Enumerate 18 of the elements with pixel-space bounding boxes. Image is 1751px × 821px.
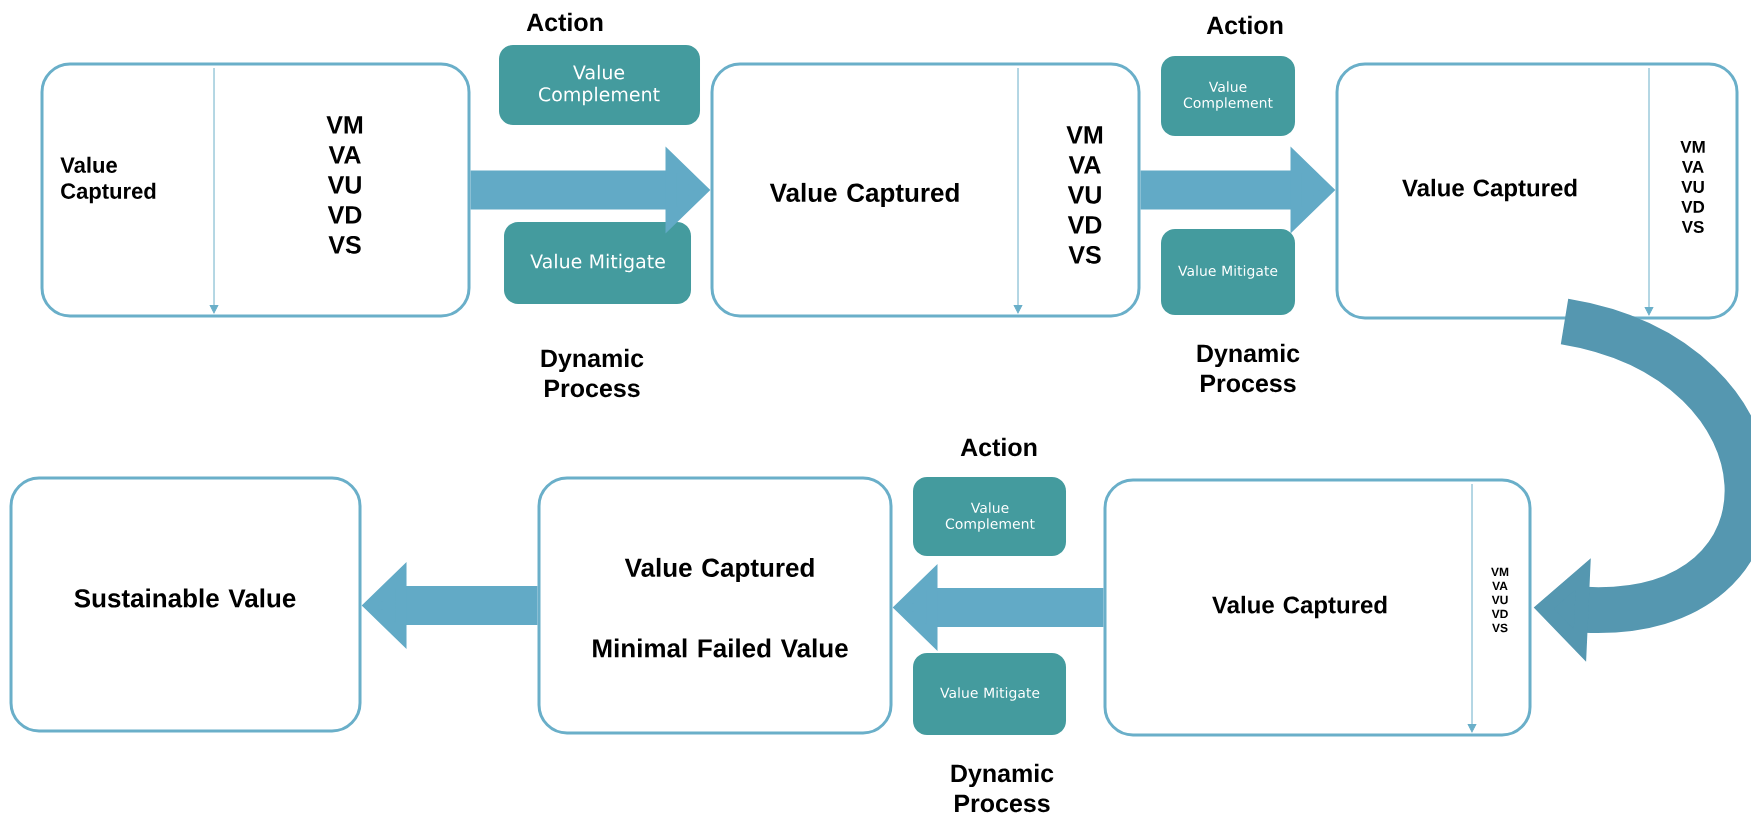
- caption-text: Dynamic Process: [1197, 343, 1300, 393]
- process-box: Value Captured VM VA VU VD VS: [1335, 62, 1739, 320]
- action-box: Value Complement: [499, 45, 700, 125]
- process-box: Value Captured VM VA VU VD VS: [710, 62, 1141, 318]
- caption-text: Action: [960, 437, 1037, 457]
- caption-text: Action: [526, 12, 603, 32]
- action-box: Value Mitigate: [504, 222, 691, 304]
- caption-text: Action: [1206, 15, 1283, 35]
- action-box: Value Mitigate: [913, 653, 1066, 735]
- process-box: Value Captured VM VA VU VD VS: [1103, 478, 1532, 737]
- caption-text: Dynamic Process: [951, 763, 1054, 813]
- caption-text: Dynamic Process: [541, 348, 644, 398]
- action-box: Value Mitigate: [1161, 229, 1295, 315]
- process-box: Value Captured Minimal Failed Value: [537, 476, 893, 735]
- process-box: Sustainable Value: [9, 476, 362, 733]
- process-box: Value Captured VM VA VU VD VS: [40, 62, 471, 318]
- action-box: Value Complement: [1161, 56, 1295, 136]
- action-box: Value Complement: [913, 477, 1066, 556]
